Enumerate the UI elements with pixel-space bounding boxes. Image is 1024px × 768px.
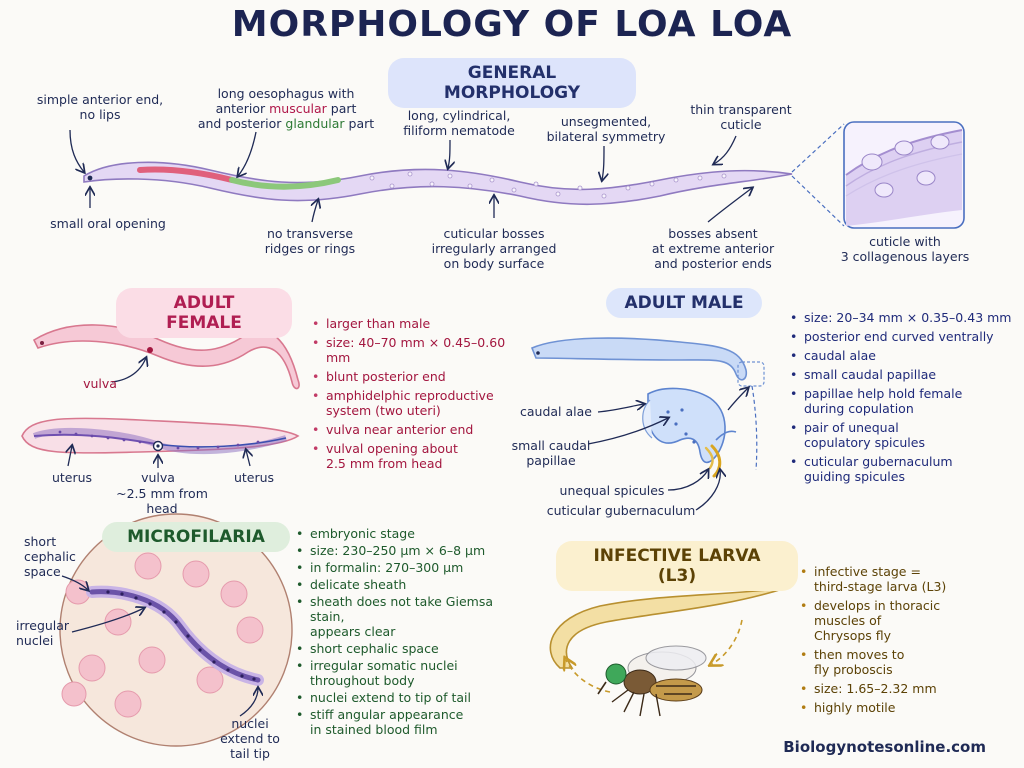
male-fact: cuticular gubernaculum guiding spicules bbox=[790, 454, 1012, 484]
male-fact: posterior end curved ventrally bbox=[790, 329, 1012, 344]
microfilaria-heading: MICROFILARIA bbox=[102, 522, 290, 552]
microfilaria-fact: short cephalic space bbox=[296, 641, 526, 656]
male-fact: papillae help hold female during copulat… bbox=[790, 386, 1012, 416]
adult-female-heading: ADULT FEMALE bbox=[116, 288, 292, 338]
microfilaria-fact: sheath does not take Giemsa stain, appea… bbox=[296, 594, 526, 639]
unsegmented-label: unsegmented, bilateral symmetry bbox=[546, 114, 666, 144]
male-facts-list: size: 20–34 mm × 0.35–0.43 mm posterior … bbox=[790, 310, 1012, 488]
microfilaria-fact: delicate sheath bbox=[296, 577, 526, 592]
bosses-label: cuticular bosses irregularly arranged on… bbox=[431, 226, 557, 271]
larva-fact: size: 1.65–2.32 mm bbox=[800, 681, 1000, 696]
adult-worm-drawing bbox=[83, 161, 793, 206]
bosses-absent-label: bosses absent at extreme anterior and po… bbox=[651, 226, 775, 271]
male-fact: caudal alae bbox=[790, 348, 1012, 363]
uterus-left-label: uterus bbox=[51, 470, 93, 485]
page-title: MORPHOLOGY OF LOA LOA bbox=[231, 4, 793, 45]
microfilaria-fact: stiff angular appearance in stained bloo… bbox=[296, 707, 526, 737]
larva-fact: infective stage = third-stage larva (L3) bbox=[800, 564, 1000, 594]
female-fact: vulval opening about 2.5 mm from head bbox=[312, 441, 512, 471]
female-fact: vulva near anterior end bbox=[312, 422, 512, 437]
oral-opening-label: small oral opening bbox=[50, 216, 166, 231]
female-facts-list: larger than male size: 40–70 mm × 0.45–0… bbox=[312, 316, 512, 475]
microfilaria-facts-list: embryonic stage size: 230–250 µm × 6–8 µ… bbox=[296, 526, 526, 739]
small-papillae-label: small caudal papillae bbox=[511, 438, 591, 468]
male-fact: pair of unequal copulatory spicules bbox=[790, 420, 1012, 450]
microfilaria-fact: irregular somatic nuclei throughout body bbox=[296, 658, 526, 688]
gubernaculum-label: cuticular gubernaculum bbox=[546, 503, 696, 518]
microfilaria-drawing bbox=[59, 513, 293, 747]
larva-fact: develops in thoracic muscles of Chrysops… bbox=[800, 598, 1000, 643]
microfilaria-fact: nuclei extend to tip of tail bbox=[296, 690, 526, 705]
female-fact: amphidelphic reproductive system (two ut… bbox=[312, 388, 512, 418]
irregular-nuclei-label: irregular nuclei bbox=[16, 618, 70, 648]
adult-male-heading: ADULT MALE bbox=[606, 288, 762, 318]
larva-fact: highly motile bbox=[800, 700, 1000, 715]
male-fact: size: 20–34 mm × 0.35–0.43 mm bbox=[790, 310, 1012, 325]
vulva-marker bbox=[147, 347, 153, 353]
muscular-oesophagus bbox=[137, 166, 235, 183]
oral-opening bbox=[87, 175, 93, 181]
cephalic-space-label: short cephalic space bbox=[24, 534, 76, 579]
vulva-distance-label: ~2.5 mm from head bbox=[116, 486, 208, 516]
general-morphology-heading: GENERAL MORPHOLOGY bbox=[388, 58, 636, 108]
tail-nuclei-label: nuclei extend to tail tip bbox=[220, 716, 280, 761]
male-fact: small caudal papillae bbox=[790, 367, 1012, 382]
anterior-label: simple anterior end, no lips bbox=[36, 92, 164, 122]
microfilaria-fact: embryonic stage bbox=[296, 526, 526, 541]
website-credit: Biologynotesonline.com bbox=[783, 738, 986, 756]
vulva-top-label: vulva bbox=[83, 376, 117, 391]
female-section-drawing bbox=[21, 417, 300, 455]
larva-fact: then moves to fly proboscis bbox=[800, 647, 1000, 677]
larva-facts-list: infective stage = third-stage larva (L3)… bbox=[800, 564, 1000, 719]
vulva-bottom-label: vulva bbox=[141, 470, 175, 485]
cuticle-layers-label: cuticle with 3 collagenous layers bbox=[840, 234, 970, 264]
ridges-label: no transverse ridges or rings bbox=[264, 226, 356, 256]
uterus-right-label: uterus bbox=[233, 470, 275, 485]
cuticle-label: thin transparent cuticle bbox=[690, 102, 792, 132]
glandular-oesophagus bbox=[229, 177, 341, 190]
male-worm-drawing bbox=[530, 337, 765, 478]
chrysops-fly-drawing bbox=[597, 645, 707, 717]
female-fact: larger than male bbox=[312, 316, 512, 331]
female-worm-drawing bbox=[32, 324, 300, 390]
infective-larva-heading: INFECTIVE LARVA (L3) bbox=[556, 541, 798, 591]
female-fact: size: 40–70 mm × 0.45–0.60 mm bbox=[312, 335, 512, 365]
cylindrical-label: long, cylindrical, filiform nematode bbox=[403, 108, 515, 138]
caudal-alae-label: caudal alae bbox=[520, 404, 592, 419]
microfilaria-fact: size: 230–250 µm × 6–8 µm bbox=[296, 543, 526, 558]
microfilaria-fact: in formalin: 270–300 µm bbox=[296, 560, 526, 575]
spicules-label: unequal spicules bbox=[559, 483, 665, 498]
cuticle-inset bbox=[791, 121, 965, 229]
female-fact: blunt posterior end bbox=[312, 369, 512, 384]
oesophagus-label: long oesophagus with anterior muscular p… bbox=[197, 86, 375, 131]
